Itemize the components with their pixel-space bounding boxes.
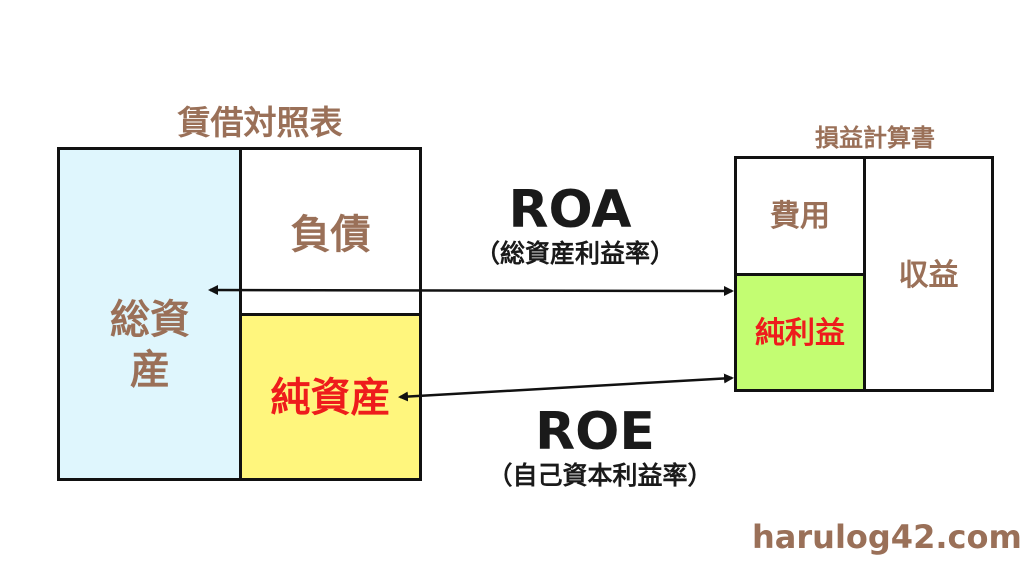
- roe-label: ROE: [535, 402, 655, 462]
- net-assets-label: 純資産: [270, 375, 391, 421]
- roe-description: （自己資本利益率）: [487, 461, 713, 490]
- site-url: harulog42.com: [752, 518, 1022, 556]
- net-assets-box: [239, 313, 422, 481]
- net-income-box: [734, 273, 866, 392]
- roa-arrow: [208, 285, 734, 296]
- balance-sheet-title: 賃借対照表: [177, 103, 343, 142]
- roe-arrow: [398, 373, 734, 402]
- liabilities-label: 負債: [290, 212, 371, 258]
- roa-label: ROA: [508, 180, 632, 240]
- revenue-label: 収益: [898, 258, 959, 294]
- total-assets-label-line1: 総資: [110, 297, 190, 343]
- income-statement-title: 損益計算書: [815, 124, 935, 152]
- expenses-label: 費用: [770, 199, 830, 235]
- total-assets-box: [57, 147, 242, 481]
- net-income-label: 純利益: [755, 316, 845, 352]
- total-assets-label-line2: 産: [130, 347, 170, 393]
- total-assets-label: 総資 産: [60, 280, 240, 410]
- revenue-box: [863, 156, 994, 392]
- roa-description: （総資産利益率）: [474, 239, 675, 268]
